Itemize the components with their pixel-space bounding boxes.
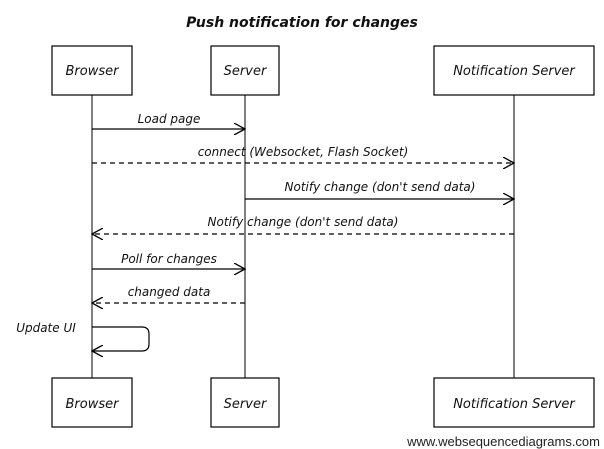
message-poll-for-changes: Poll for changes xyxy=(92,252,245,269)
message-notify-change-server: Notify change (don't send data) xyxy=(245,180,514,199)
message-label: Update UI xyxy=(16,321,76,335)
participant-label: Notification Server xyxy=(453,397,576,412)
credit-text: www.websequencediagrams.com xyxy=(406,434,600,449)
message-connect: connect (Websocket, Flash Socket) xyxy=(92,145,514,163)
message-label: Notify change (don't send data) xyxy=(208,215,399,229)
diagram-title: Push notification for changes xyxy=(186,15,418,31)
participant-label: Browser xyxy=(66,397,121,412)
participant-label: Notification Server xyxy=(453,64,576,79)
participant-box-browser-top: Browser xyxy=(51,45,133,96)
message-changed-data: changed data xyxy=(92,285,245,303)
participant-box-server-top: Server xyxy=(210,45,280,96)
message-notify-change-browser: Notify change (don't send data) xyxy=(92,215,514,234)
message-label: connect (Websocket, Flash Socket) xyxy=(198,145,409,159)
participant-box-notification-server-top: Notification Server xyxy=(433,45,595,96)
participant-label: Server xyxy=(224,64,268,79)
message-label: Notify change (don't send data) xyxy=(285,180,476,194)
message-label: Poll for changes xyxy=(121,252,217,266)
participant-box-server-bottom: Server xyxy=(210,377,280,428)
participant-label: Server xyxy=(224,397,268,412)
participant-label: Browser xyxy=(66,64,121,79)
message-update-ui: Update UI xyxy=(16,321,150,351)
message-load-page: Load page xyxy=(92,112,245,129)
message-label: changed data xyxy=(128,285,211,299)
participant-box-notification-server-bottom: Notification Server xyxy=(433,377,595,428)
participant-box-browser-bottom: Browser xyxy=(51,377,133,428)
message-label: Load page xyxy=(138,112,201,126)
